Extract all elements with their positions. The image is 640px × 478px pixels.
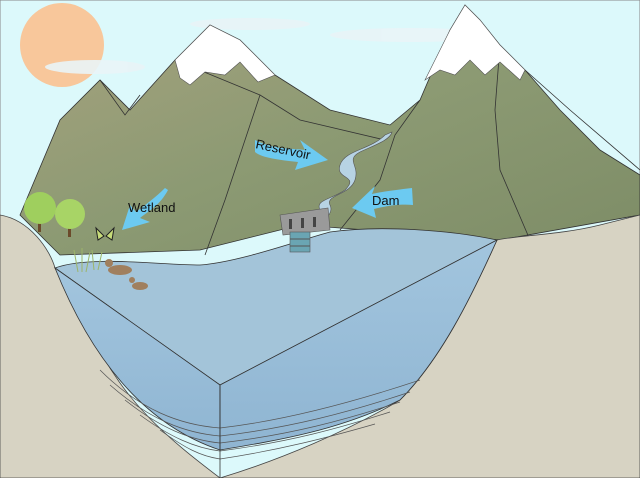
- sun: [20, 3, 104, 87]
- ridge-lines: [99, 44, 640, 256]
- snow-right: [424, 4, 526, 81]
- reeds: [73, 248, 103, 273]
- label-wetland: Wetland: [128, 200, 175, 215]
- reservoir-arrow: [255, 140, 328, 170]
- dam: [279, 207, 331, 253]
- butterfly-icon: [95, 226, 115, 241]
- label-dam: Dam: [372, 193, 399, 208]
- snow-left: [174, 24, 276, 86]
- dam-arrow: [352, 186, 413, 218]
- reservoir-front-face-right: [219, 239, 498, 451]
- trees: [24, 192, 85, 237]
- ducks: [105, 259, 148, 290]
- wetland-arrow: [122, 188, 168, 230]
